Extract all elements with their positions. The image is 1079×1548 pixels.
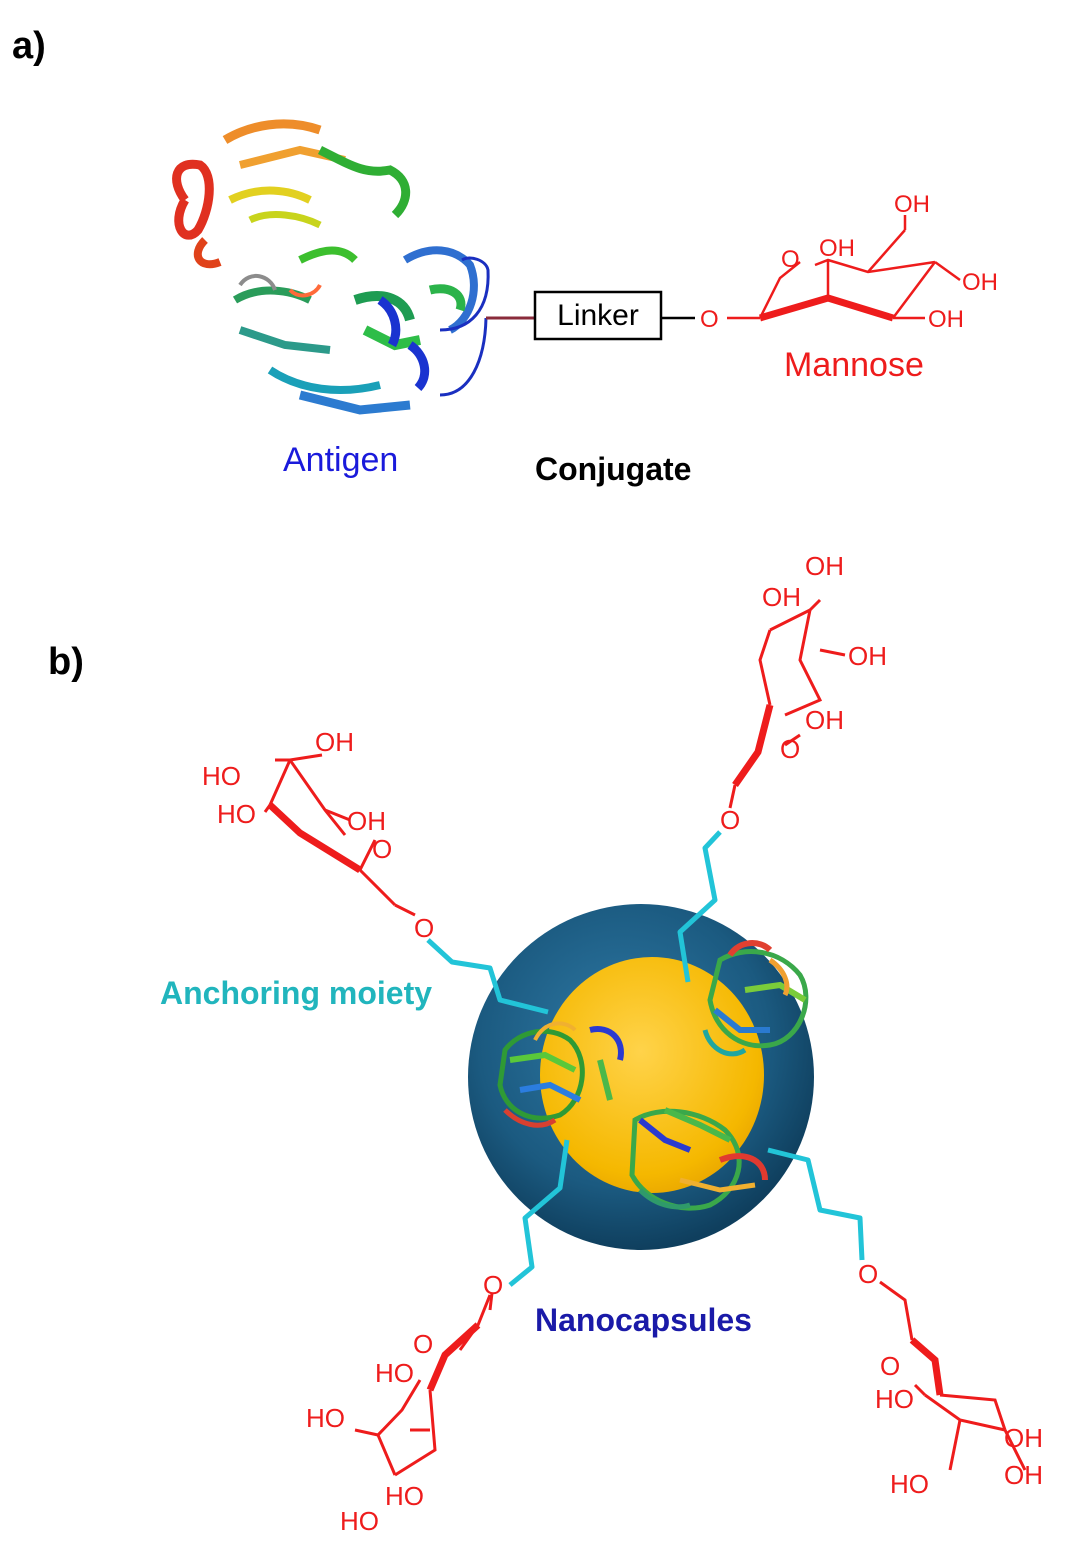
bl-ring-oxygen: O bbox=[413, 1329, 433, 1359]
panel-b-label: b) bbox=[48, 641, 84, 683]
mannose-structure-bottom-right bbox=[879, 1280, 1027, 1471]
panel-a-label: a) bbox=[12, 25, 46, 67]
anchoring-chains bbox=[426, 830, 865, 1287]
br-oh-3: OH bbox=[1004, 1460, 1043, 1490]
antigen-protein-ribbon bbox=[172, 119, 492, 416]
br-ho-1: HO bbox=[875, 1384, 914, 1414]
encapsulated-antigen-left bbox=[497, 1021, 624, 1128]
antigen-label: Antigen bbox=[283, 441, 398, 479]
tr-oh-4: OH bbox=[805, 705, 844, 735]
br-ring-oxygen: O bbox=[880, 1351, 900, 1381]
anchoring-moiety-label: Anchoring moiety bbox=[160, 975, 432, 1011]
tr-glycosidic-oxygen: O bbox=[720, 805, 740, 835]
glycosidic-oxygen-label: O bbox=[700, 306, 719, 333]
nanocapsule-core bbox=[540, 957, 764, 1193]
br-oh-2: OH bbox=[1004, 1423, 1043, 1453]
nanocapsules-label: Nanocapsules bbox=[535, 1302, 752, 1338]
tl-oh-4: OH bbox=[347, 806, 386, 836]
linker-box bbox=[533, 290, 663, 341]
mannose-ring-oxygen: O bbox=[781, 246, 800, 273]
bl-ho-2: HO bbox=[306, 1403, 345, 1433]
mannose-structure-bottom-left bbox=[488, 1292, 494, 1311]
tr-oh-3: OH bbox=[848, 641, 887, 671]
anchor-chain-bottom-left bbox=[508, 1139, 570, 1287]
mannose-structure-top-left bbox=[263, 753, 416, 917]
br-ho-4: HO bbox=[890, 1469, 929, 1499]
linker-label: Linker bbox=[557, 299, 639, 332]
bl-ho-4: HO bbox=[340, 1506, 379, 1536]
br-glycosidic-oxygen: O bbox=[858, 1259, 878, 1289]
mannose-oh-1: OH bbox=[894, 191, 930, 218]
anchor-chain-top-right bbox=[677, 830, 722, 983]
tl-glycosidic-oxygen: O bbox=[414, 913, 434, 943]
mannose-oh-3: OH bbox=[962, 269, 998, 296]
bl-glycosidic-oxygen: O bbox=[483, 1270, 503, 1300]
mannose-oh-4: OH bbox=[928, 306, 964, 333]
encapsulated-antigen-right bbox=[702, 940, 809, 1057]
tl-oh-1: OH bbox=[315, 727, 354, 757]
mannose-structure-bottom-left-ring bbox=[354, 1294, 492, 1477]
tl-ho-2: HO bbox=[202, 761, 241, 791]
tr-ring-oxygen: O bbox=[780, 734, 800, 764]
tl-ring-oxygen: O bbox=[372, 834, 392, 864]
bl-ho-1: HO bbox=[375, 1358, 414, 1388]
anchor-chain-top-left bbox=[426, 938, 549, 1015]
tl-ho-3: HO bbox=[217, 799, 256, 829]
mannose-structure-a bbox=[727, 215, 961, 322]
mannose-label: Mannose bbox=[784, 346, 924, 384]
mannose-structure-top-right bbox=[728, 598, 846, 809]
mannose-oh-2: OH bbox=[819, 235, 855, 262]
encapsulated-antigen-bottom bbox=[629, 1107, 768, 1211]
anchor-chain-bottom-right bbox=[767, 1147, 865, 1261]
bl-ho-3: HO bbox=[385, 1481, 424, 1511]
tr-oh-1: OH bbox=[805, 551, 844, 581]
tr-oh-2: OH bbox=[762, 582, 801, 612]
conjugate-label: Conjugate bbox=[535, 451, 691, 487]
